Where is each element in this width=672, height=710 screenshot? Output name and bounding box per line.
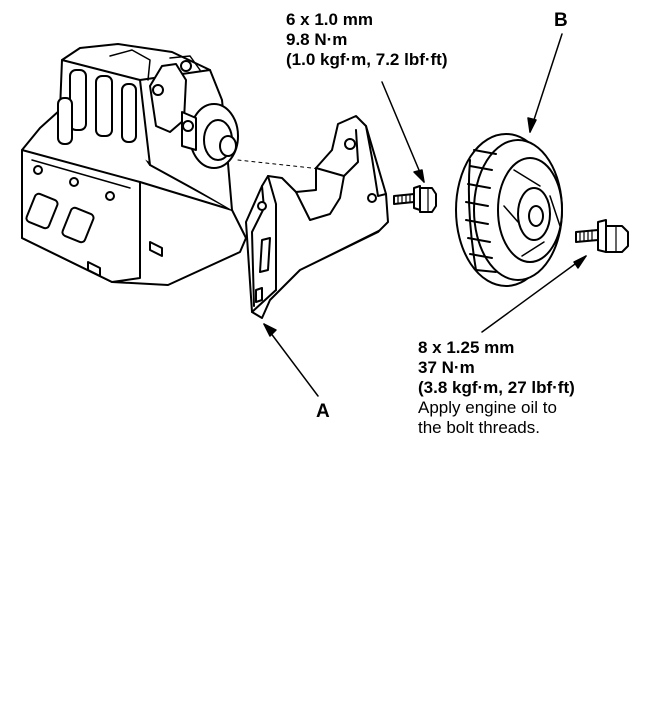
bolt-size-label: 6 x 1.0 mm [286, 10, 373, 29]
cam-sprocket-part-b [455, 133, 563, 287]
oil-note-line-2: the bolt threads. [418, 418, 540, 437]
part-label-b: B [554, 10, 568, 31]
bolt-torque-alt-label: (3.8 kgf·m, 27 lbf·ft) [418, 378, 575, 397]
oil-note-line-1: Apply engine oil to [418, 398, 557, 417]
cover-part-a [245, 115, 389, 319]
torque-callout-small-bolt: 6 x 1.0 mm 9.8 N·m (1.0 kgf·m, 7.2 lbf·f… [286, 10, 448, 70]
leader-arrow-bolt-large [481, 255, 587, 333]
bolt-size-label: 8 x 1.25 mm [418, 338, 515, 357]
part-label-a: A [316, 401, 330, 422]
leader-arrow-part-b [529, 33, 563, 133]
cylinder-head [21, 43, 331, 286]
bolt-large [575, 219, 629, 253]
bolt-torque-label: 9.8 N·m [286, 30, 348, 49]
bolt-torque-alt-label: (1.0 kgf·m, 7.2 lbf·ft) [286, 50, 448, 69]
bolt-small [393, 185, 437, 213]
leader-arrows [263, 33, 587, 397]
leader-arrow-part-a [263, 323, 319, 397]
bolt-torque-label: 37 N·m [418, 358, 475, 377]
torque-callout-large-bolt: 8 x 1.25 mm 37 N·m (3.8 kgf·m, 27 lbf·ft… [418, 338, 575, 438]
leader-arrow-bolt-small [381, 81, 425, 183]
